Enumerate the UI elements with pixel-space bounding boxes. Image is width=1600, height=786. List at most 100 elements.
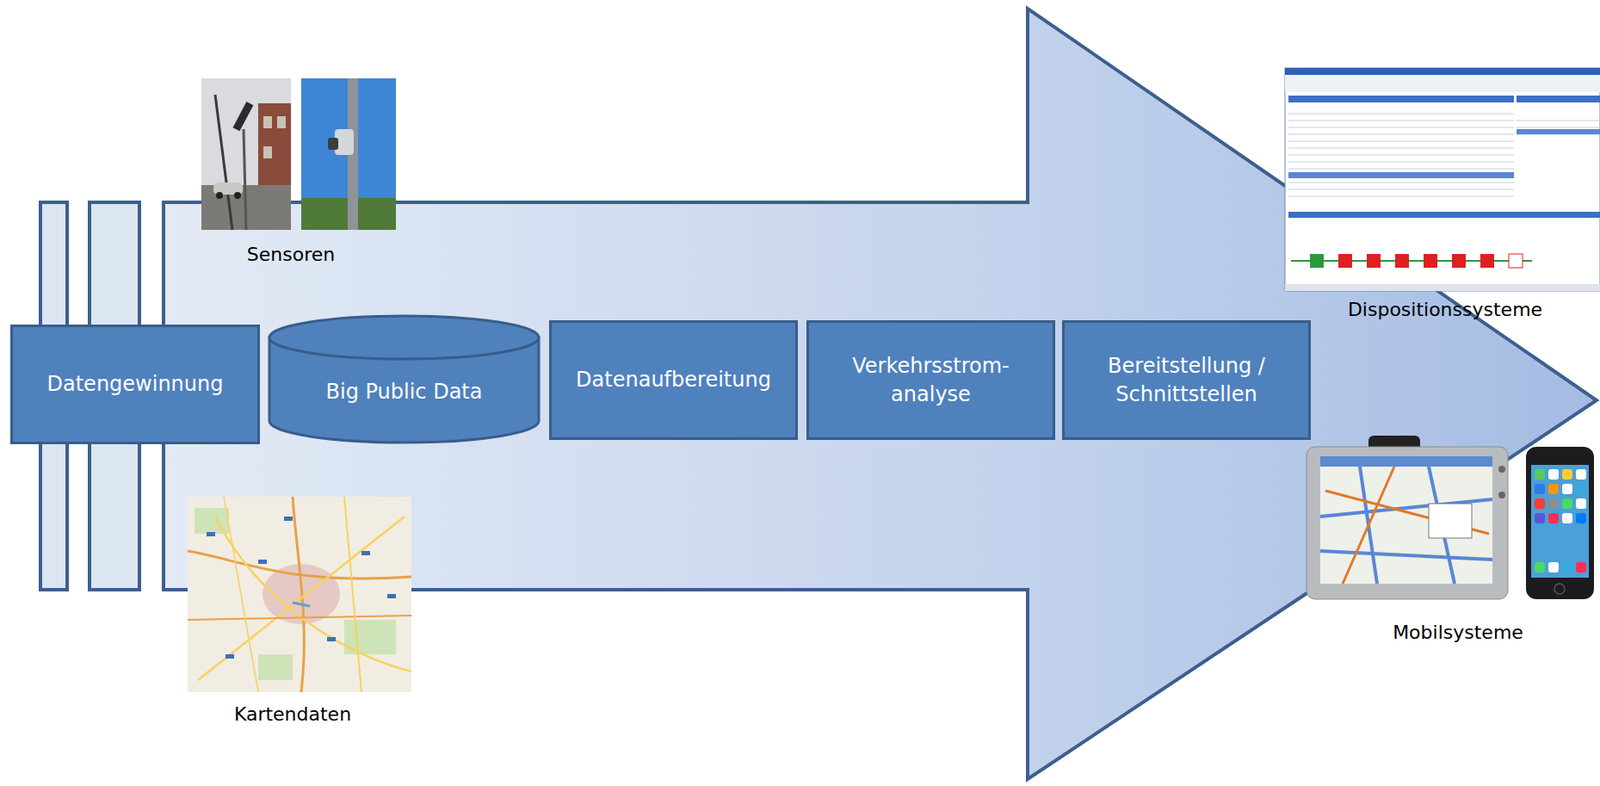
dispatch-screenshot-part-part [1516,127,1600,129]
smartphone-part-part [1575,483,1587,495]
sensor-photo [201,78,291,230]
map-image-part [215,516,412,672]
sensor-photo-part [243,129,247,230]
sensor-photo-part [215,94,233,230]
map-image-part [258,654,293,680]
map-image-part [361,550,371,556]
process-box: Datenaufbereitung [549,320,798,440]
smartphone-part-part [1548,469,1559,480]
node-text: Verkehrsstrom- analyse [818,352,1044,408]
text-holder: Datenaufbereitung [575,365,772,394]
navigation-device [1306,435,1508,600]
map-image-part [187,496,412,692]
dispatch-screenshot-part [1508,253,1523,268]
smartphone-part-part [1534,469,1545,480]
sensor-photo-part [263,146,272,159]
dispatch-screenshot-part-part [1288,182,1514,184]
process-box: Datengewinnung [10,324,260,445]
node-text: Big Public Data [326,377,483,406]
navigation-device-part [1325,466,1489,584]
text-holder: Big Public Data [326,377,483,406]
dispatch-screenshot-part-part [1288,168,1514,170]
dispatch-screenshot-part [1291,259,1533,262]
dispatch-screenshot-part-part [1288,161,1514,163]
smartphone [1525,446,1594,600]
navigation-device-part [1498,465,1506,473]
dispatch-screenshot-part-part [1288,127,1514,129]
image-caption: Kartendaten [234,703,352,725]
smartphone-part-part [1562,498,1573,509]
smartphone-part-part [1575,512,1587,524]
sensor-photo-part [277,116,286,129]
dispatch-screenshot-part-part [1288,141,1514,143]
smartphone-part-part [1548,512,1559,524]
dispatch-screenshot-part-part [1288,189,1514,191]
cylinder-top [269,315,539,359]
map-image-part [194,507,229,534]
map-image-part [225,654,235,659]
smartphone-part-part [1575,498,1587,509]
dispatch-screenshot-part-part [1288,196,1514,198]
map-image-part [387,593,396,599]
map-image-part [187,615,412,620]
sensor-photo-part [301,78,396,230]
map-image-part [292,496,304,692]
map-image-part [206,531,216,537]
dispatch-screenshot-part [1395,253,1409,268]
text-holder: Datengewinnung [47,370,224,398]
smartphone-part-part [1562,512,1573,524]
smartphone-part-part [1534,483,1545,495]
navigation-device-part [1428,503,1472,538]
text-holder: Bereitstellung / Schnittstellen [1074,352,1299,408]
sensor-photo-part [263,116,272,129]
smartphone-part-part [1548,483,1559,495]
dispatch-screenshot-part [1516,129,1600,135]
sensor-photo-part [216,191,223,199]
sensor-photo [301,78,396,230]
sensor-photo-part [234,191,241,199]
smartphone-part-part [1534,562,1545,573]
node-text: Bereitstellung / Schnittstellen [1074,352,1299,408]
dispatch-screenshot-part [1309,253,1324,268]
dispatch-screenshot-part [1288,95,1514,103]
smartphone-part-part [1534,512,1545,524]
dispatch-screenshot-part-part [1288,120,1514,122]
sensor-photo-part [327,137,339,150]
navigation-device-part [1498,491,1506,499]
smartphone-part-part [1534,498,1545,509]
navigation-device-part [1320,456,1493,584]
process-box: Bereitstellung / Schnittstellen [1062,320,1311,440]
smartphone-part-part [1548,498,1559,509]
dispatch-screenshot-part-part [1288,113,1514,115]
dispatch-screenshot-part [1284,67,1600,291]
dispatch-screenshot-part [1284,74,1600,93]
sensor-photo-part [201,78,291,230]
node-text: Datenaufbereitung [575,365,772,394]
dispatch-screenshot-part [1288,172,1514,179]
text-holder: Verkehrsstrom- analyse [818,352,1044,408]
map-image-part [292,602,310,606]
smartphone-part-part [1548,562,1559,573]
dispatch-screenshot-part [1338,253,1353,268]
map-image-part [344,496,362,692]
cylinder-shape [267,314,541,445]
smartphone-part [1554,583,1565,594]
image-caption: Dispositionssysteme [1347,298,1543,321]
smartphone-part-part [1562,469,1573,480]
dispatch-screenshot-part [1480,253,1495,268]
smartphone-part-part [1575,562,1587,573]
sensor-photo-part [232,101,254,131]
dispatch-screenshot-part [1516,95,1600,103]
dispatch-screenshot-part-part [1516,120,1600,122]
navigation-device-part [1320,456,1493,467]
map-image-part [327,636,336,642]
smartphone-part-part [1562,562,1573,573]
map-image-part [223,496,259,692]
node-text: Datengewinnung [47,370,224,398]
navigation-device-part [1306,446,1508,600]
dispatch-screenshot-part [1288,211,1600,218]
image-caption: Sensoren [247,243,335,266]
dispatch-screenshot-part [1284,284,1600,291]
dispatch-screenshot-part [1451,253,1466,268]
map-image-part [284,516,293,521]
